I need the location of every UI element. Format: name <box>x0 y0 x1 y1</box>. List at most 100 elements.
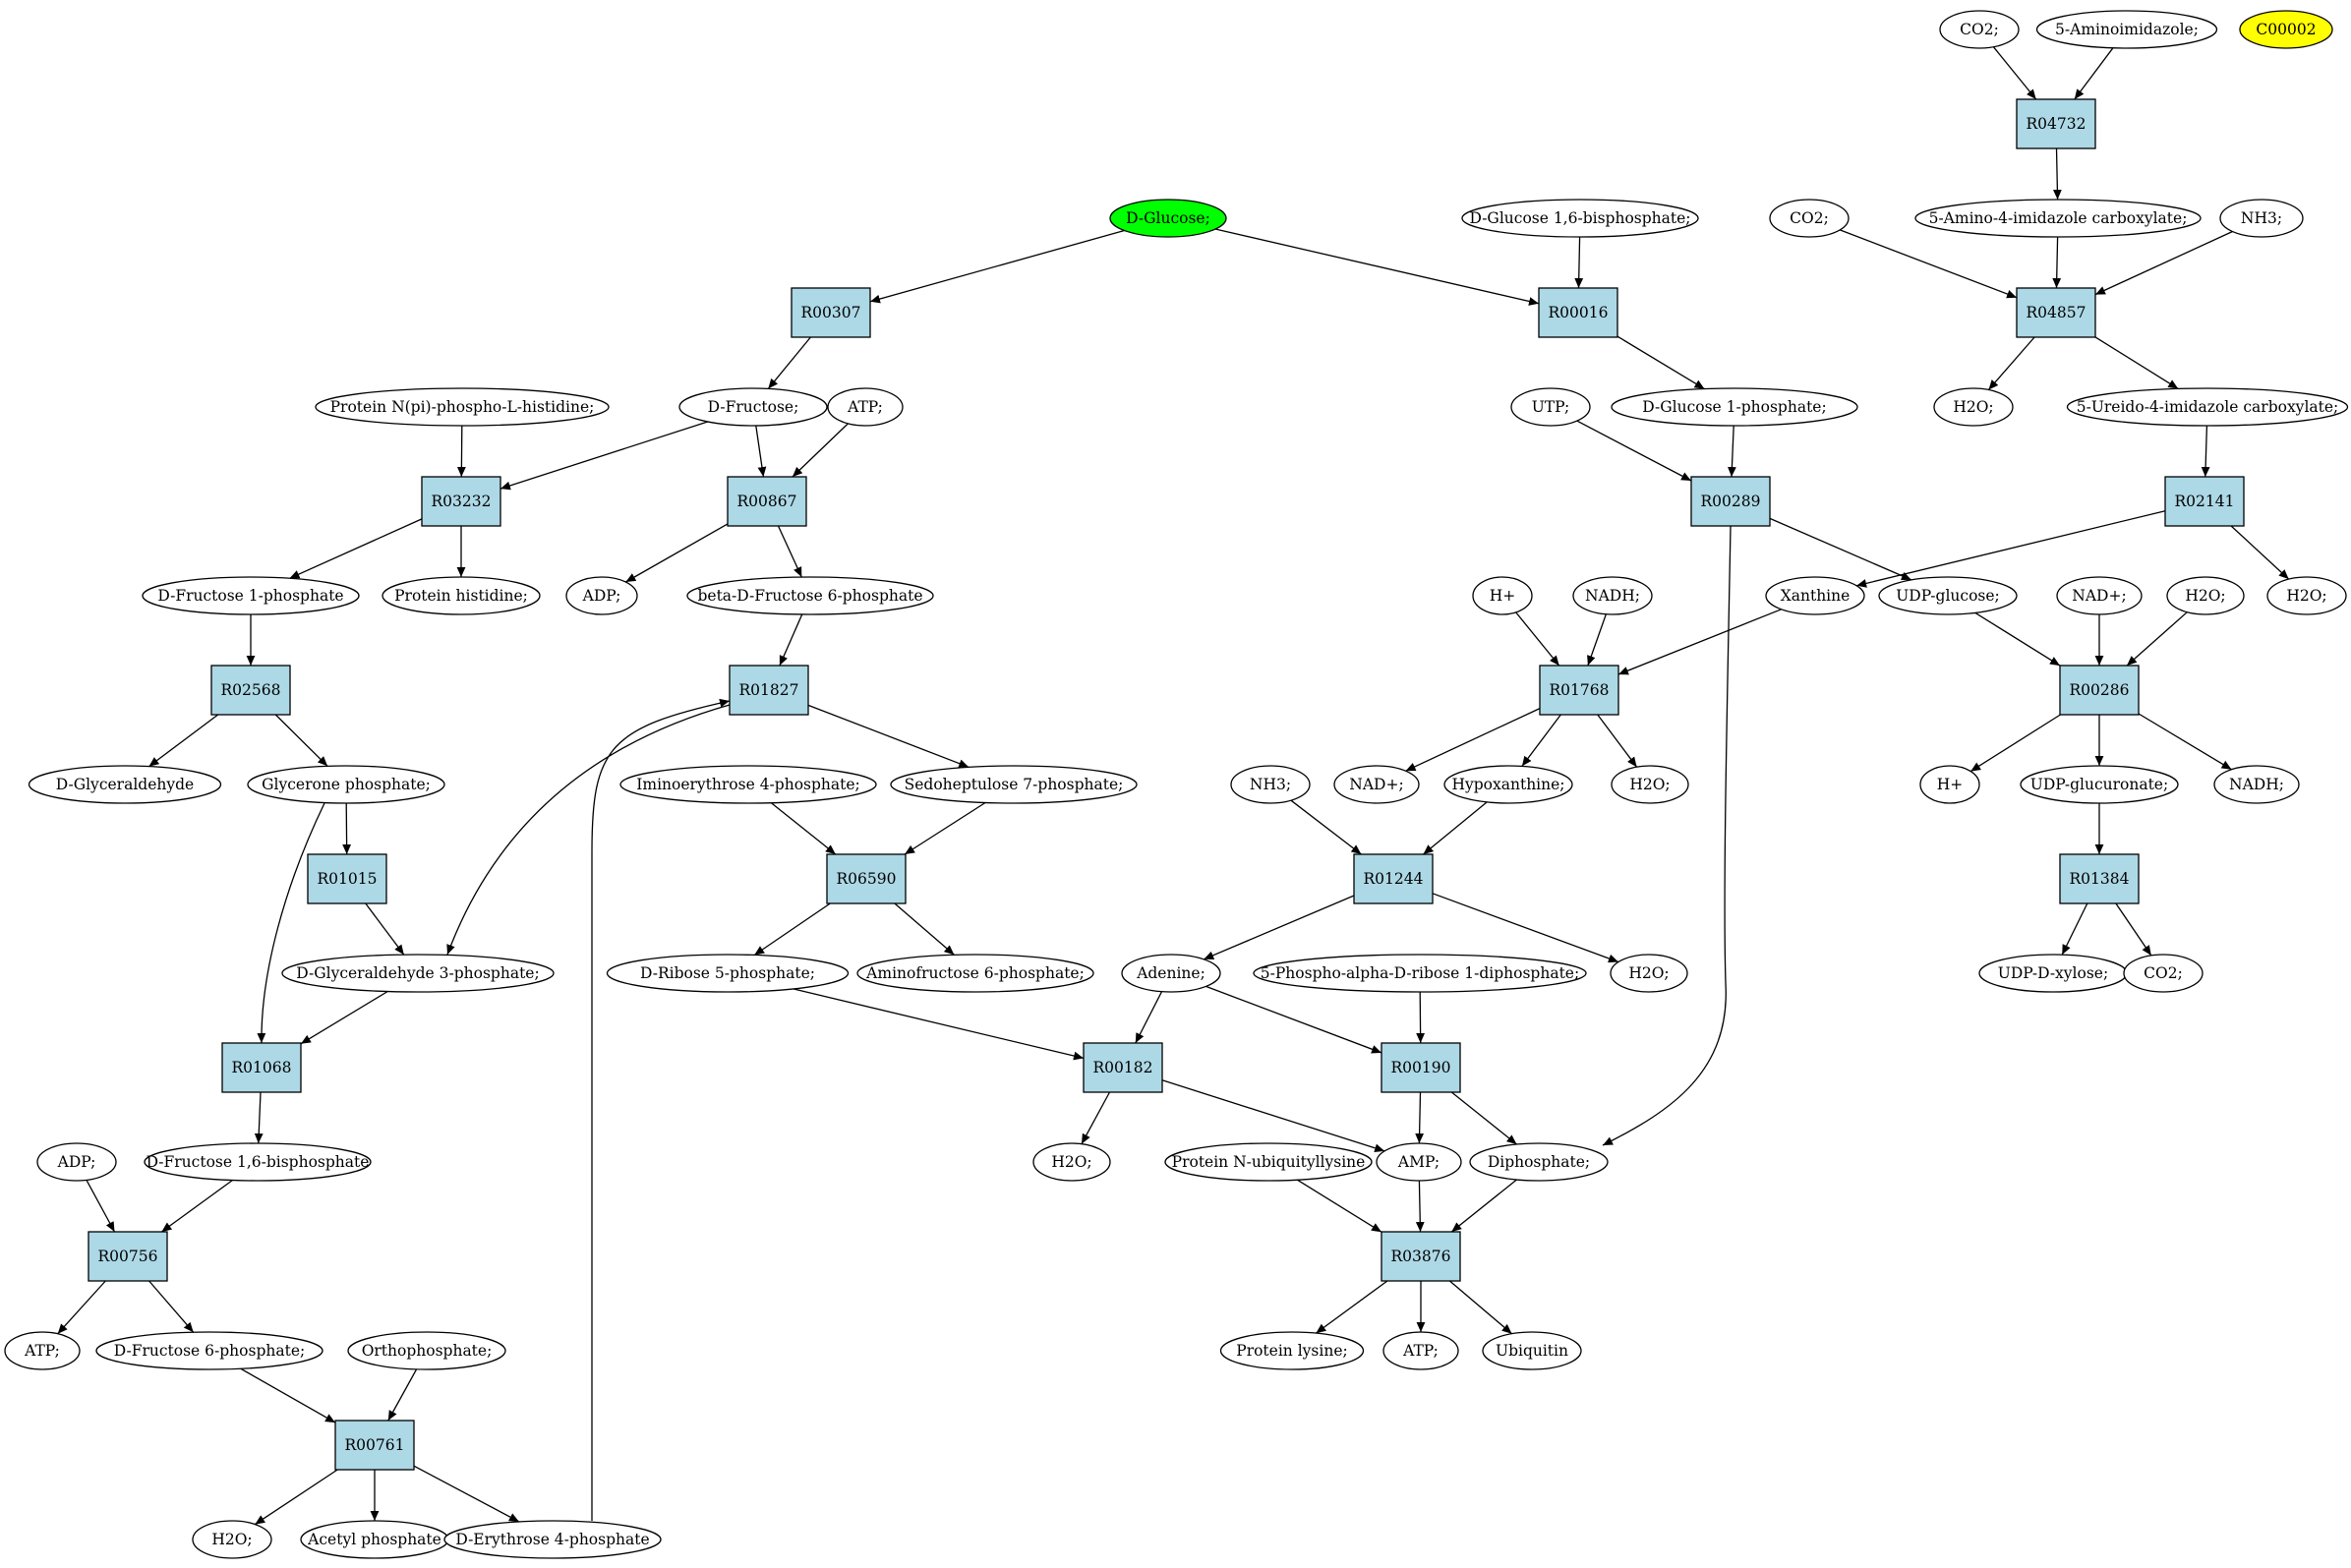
compound-node-nh3-top[interactable]: NH3; <box>2219 199 2304 238</box>
compound-node-h2o-r02141[interactable]: H2O; <box>2266 576 2347 615</box>
reaction-node-r00289[interactable]: R00289 <box>1690 476 1771 527</box>
compound-node-dribose5p[interactable]: D-Ribose 5-phosphate; <box>606 954 850 993</box>
compound-node-protein-nphospho[interactable]: Protein N(pi)-phospho-L-histidine; <box>315 387 610 427</box>
compound-node-hypoxanthine[interactable]: Hypoxanthine; <box>1443 765 1573 804</box>
compound-node-h2o-r01244[interactable]: H2O; <box>1610 954 1688 993</box>
compound-ellipse <box>1461 199 1699 238</box>
compound-node-nadplus-1[interactable]: NAD+; <box>1333 765 1420 804</box>
reaction-node-r00867[interactable]: R00867 <box>727 476 807 527</box>
reaction-node-r00190[interactable]: R00190 <box>1381 1042 1461 1093</box>
compound-node-amp[interactable]: AMP; <box>1376 1142 1462 1182</box>
compound-node-5ureido[interactable]: 5-Ureido-4-imidazole carboxylate; <box>2066 387 2349 427</box>
compound-node-dfructose[interactable]: D-Fructose; <box>678 387 828 427</box>
edge-prpp-to-R00190 <box>1416 991 1426 1044</box>
compound-node-diphosphate[interactable]: Diphosphate; <box>1469 1142 1609 1182</box>
compound-node-atp-bottom[interactable]: ATP; <box>1382 1331 1459 1370</box>
edge-atp_top-to-R00867 <box>792 423 849 478</box>
reaction-node-r06590[interactable]: R06590 <box>826 853 907 904</box>
reaction-node-r00182[interactable]: R00182 <box>1083 1042 1163 1093</box>
compound-node-protein-nubiq[interactable]: Protein N-ubiquityllysine <box>1164 1142 1373 1182</box>
compound-node-acetylphosphate[interactable]: Acetyl phosphate <box>300 1520 449 1559</box>
reaction-label: R00182 <box>1093 1059 1153 1076</box>
reaction-node-r01827[interactable]: R01827 <box>729 665 809 716</box>
reaction-node-r04732[interactable]: R04732 <box>2016 98 2096 149</box>
compound-node-nh3-mid[interactable]: NH3; <box>1230 765 1311 804</box>
reaction-node-r04857[interactable]: R04857 <box>2016 287 2096 338</box>
edge-R00016-to-dglucose1p <box>1616 335 1705 390</box>
compound-node-dglucose[interactable]: D-Glucose; <box>1109 199 1227 238</box>
compound-node-h2o-r01768[interactable]: H2O; <box>1611 765 1689 804</box>
compound-node-dfructose16bp[interactable]: D-Fructose 1,6-bisphosphate <box>144 1142 372 1182</box>
compound-node-hplus-2[interactable]: H+ <box>1919 765 1980 804</box>
reaction-node-r00286[interactable]: R00286 <box>2059 665 2140 716</box>
compound-node-iminoerythrose[interactable]: Iminoerythrose 4-phosphate; <box>619 765 877 804</box>
edge-R00761-to-h2o_r00761 <box>254 1469 338 1526</box>
compound-node-aminofructose[interactable]: Aminofructose 6-phosphate; <box>856 954 1094 993</box>
compound-node-udpxylose[interactable]: UDP-D-xylose; <box>1978 954 2128 993</box>
compound-node-atp-top[interactable]: ATP; <box>827 387 904 427</box>
edge-R00867-to-adp_mid <box>625 523 729 583</box>
compound-label: NAD+; <box>2072 587 2126 605</box>
reaction-node-r01015[interactable]: R01015 <box>307 853 387 904</box>
compound-node-h2o-r00286[interactable]: H2O; <box>2166 576 2245 615</box>
compound-node-atp-left[interactable]: ATP; <box>4 1331 81 1370</box>
reaction-node-r00756[interactable]: R00756 <box>88 1231 168 1282</box>
edge-dfructose-to-R03232 <box>500 421 708 491</box>
reaction-node-r01384[interactable]: R01384 <box>2059 853 2140 904</box>
edge-R03876-to-ubiquitin <box>1448 1280 1513 1335</box>
compound-label: 5-Phospho-alpha-D-ribose 1-diphosphate; <box>1261 964 1579 982</box>
compound-node-co2-r01384[interactable]: CO2; <box>2123 954 2204 993</box>
compound-node-glycerone[interactable]: Glycerone phosphate; <box>247 765 445 804</box>
compound-node-utp[interactable]: UTP; <box>1510 387 1591 427</box>
compound-node-sedoheptulose[interactable]: Sedoheptulose 7-phosphate; <box>890 765 1138 804</box>
reaction-node-r00016[interactable]: R00016 <box>1538 287 1618 338</box>
compound-node-adp-mid[interactable]: ADP; <box>565 576 638 615</box>
reaction-node-r03876[interactable]: R03876 <box>1381 1231 1461 1282</box>
compound-node-xanthine[interactable]: Xanthine <box>1765 576 1865 615</box>
compound-ellipse <box>144 1142 372 1182</box>
compound-node-c00002[interactable]: C00002 <box>2239 10 2333 49</box>
compound-node-adenine[interactable]: Adenine; <box>1121 954 1221 993</box>
compound-node-dga3p[interactable]: D-Glyceraldehyde 3-phosphate; <box>281 954 555 993</box>
compound-node-nadplus-2[interactable]: NAD+; <box>2056 576 2143 615</box>
compound-node-co2-2[interactable]: CO2; <box>1769 199 1850 238</box>
compound-node-hplus-1[interactable]: H+ <box>1472 576 1533 615</box>
compound-label: D-Glucose; <box>1126 209 1210 227</box>
compound-node-adp-left[interactable]: ADP; <box>36 1142 117 1182</box>
edge-adenine-to-R00190 <box>1205 985 1382 1054</box>
compound-node-h2o-r00182[interactable]: H2O; <box>1032 1142 1111 1182</box>
reaction-node-r01068[interactable]: R01068 <box>221 1042 302 1093</box>
reaction-node-r00307[interactable]: R00307 <box>791 287 871 338</box>
compound-node-h2o-r00761[interactable]: H2O; <box>192 1520 272 1559</box>
compound-node-5amino4imid[interactable]: 5-Amino-4-imidazole carboxylate; <box>1914 199 2202 238</box>
compound-ellipse <box>4 1331 81 1370</box>
compound-node-dglyceraldehyde[interactable]: D-Glyceraldehyde <box>28 765 222 804</box>
compound-node-nadh-1[interactable]: NADH; <box>1572 576 1653 615</box>
compound-node-protein-lysine[interactable]: Protein lysine; <box>1219 1331 1365 1370</box>
compound-node-5aminoimidazole[interactable]: 5-Aminoimidazole; <box>2035 10 2218 49</box>
compound-node-bdf6p[interactable]: beta-D-Fructose 6-phosphate <box>686 576 934 615</box>
compound-node-udpglucose[interactable]: UDP-glucose; <box>1878 576 2018 615</box>
compound-node-dfructose6p[interactable]: D-Fructose 6-phosphate; <box>95 1331 323 1370</box>
compound-node-derythrose4p[interactable]: D-Erythrose 4-phosphate <box>443 1520 662 1559</box>
compound-node-co2-top[interactable]: CO2; <box>1939 10 2020 49</box>
reaction-node-r00761[interactable]: R00761 <box>334 1420 415 1471</box>
compound-label: NAD+; <box>1349 776 1403 793</box>
compound-node-orthophosphate[interactable]: Orthophosphate; <box>347 1331 506 1370</box>
reaction-node-r02568[interactable]: R02568 <box>210 665 291 716</box>
compound-node-dglucose1p[interactable]: D-Glucose 1-phosphate; <box>1611 387 1858 427</box>
compound-node-h2o-r04857[interactable]: H2O; <box>1933 387 2014 427</box>
compound-node-nadh-2[interactable]: NADH; <box>2213 765 2300 804</box>
compound-node-prpp[interactable]: 5-Phospho-alpha-D-ribose 1-diphosphate; <box>1253 954 1587 993</box>
compound-node-dfructose1p[interactable]: D-Fructose 1-phosphate <box>142 576 360 615</box>
compound-ellipse <box>382 576 541 615</box>
reaction-node-r01768[interactable]: R01768 <box>1539 665 1619 716</box>
compound-node-dglucose16bp[interactable]: D-Glucose 1,6-bisphosphate; <box>1461 199 1699 238</box>
compound-node-protein-histidine[interactable]: Protein histidine; <box>382 576 541 615</box>
reaction-box <box>2164 476 2245 527</box>
reaction-node-r02141[interactable]: R02141 <box>2164 476 2245 527</box>
compound-node-ubiquitin[interactable]: Ubiquitin <box>1482 1331 1582 1370</box>
compound-node-udpglucuronate[interactable]: UDP-glucuronate; <box>2020 765 2179 804</box>
reaction-node-r03232[interactable]: R03232 <box>421 476 501 527</box>
reaction-node-r01244[interactable]: R01244 <box>1353 853 1434 904</box>
